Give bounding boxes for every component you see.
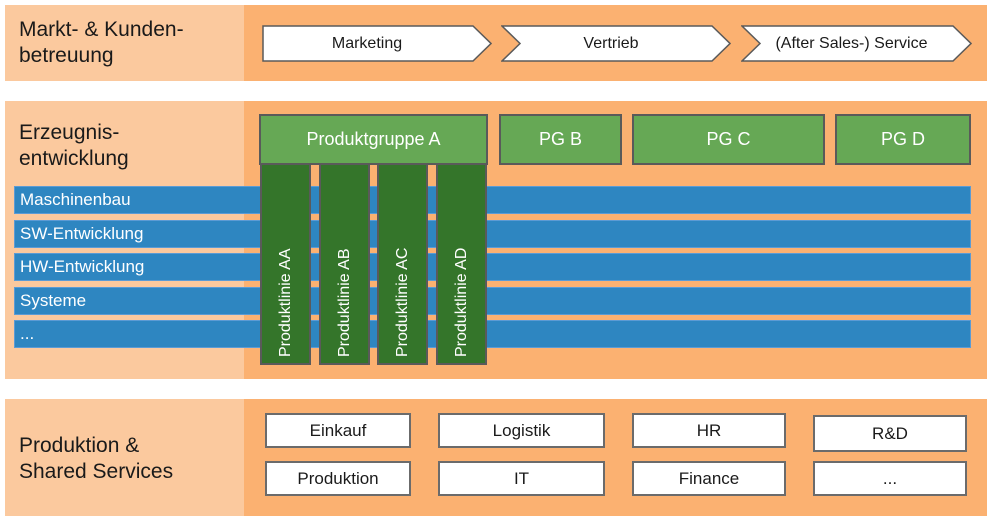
services-band-title: Produktion & Shared Services [19,434,174,483]
product-line-label: Produktlinie AB [335,248,353,357]
discipline-sw-entwicklung[interactable]: SW-Entwicklung [14,220,971,248]
product-line-label: Produktlinie AA [276,248,294,357]
product-line-label: Produktlinie AC [393,247,411,357]
product-group-c[interactable]: PG C [632,114,825,165]
chevron-shape-icon [741,25,972,62]
development-band-title: Erzeugnis- entwicklung [19,121,129,170]
product-line-aa[interactable]: Produktlinie AA [260,165,311,365]
service-einkauf[interactable]: Einkauf [265,413,411,448]
product-line-label: Produktlinie AD [452,247,470,357]
chevron-label: Vertrieb [583,35,639,52]
service-it[interactable]: IT [438,461,605,496]
product-line-ab[interactable]: Produktlinie AB [319,165,370,365]
chevron-shape-icon [501,25,731,62]
service-rnd[interactable]: R&D [813,415,967,452]
product-line-ac[interactable]: Produktlinie AC [377,165,428,365]
service-finance[interactable]: Finance [632,461,786,496]
service-produktion[interactable]: Produktion [265,461,411,496]
chevron-label: Marketing [331,35,403,52]
product-group-b[interactable]: PG B [499,114,622,165]
market-band-label-area [5,5,245,81]
market-band-title: Markt- & Kunden- betreuung [19,18,184,67]
chevron-shape-icon [262,25,492,62]
discipline-systeme[interactable]: Systeme [14,287,971,315]
services-band-label-area [5,399,245,516]
product-line-ad[interactable]: Produktlinie AD [436,165,487,365]
chevron-marketing[interactable]: Marketing [262,25,492,62]
discipline-hw-entwicklung[interactable]: HW-Entwicklung [14,253,971,281]
service-logistik[interactable]: Logistik [438,413,605,448]
discipline-maschinenbau[interactable]: Maschinenbau [14,186,971,214]
service-more[interactable]: ... [813,461,967,496]
product-group-d[interactable]: PG D [835,114,971,165]
discipline-more[interactable]: ... [14,320,971,348]
chevron-vertrieb[interactable]: Vertrieb [501,25,731,62]
product-group-a[interactable]: Produktgruppe A [259,114,488,165]
chevron-service[interactable]: (After Sales-) Service [741,25,972,62]
service-hr[interactable]: HR [632,413,786,448]
chevron-label: (After Sales-) Service [775,35,928,52]
